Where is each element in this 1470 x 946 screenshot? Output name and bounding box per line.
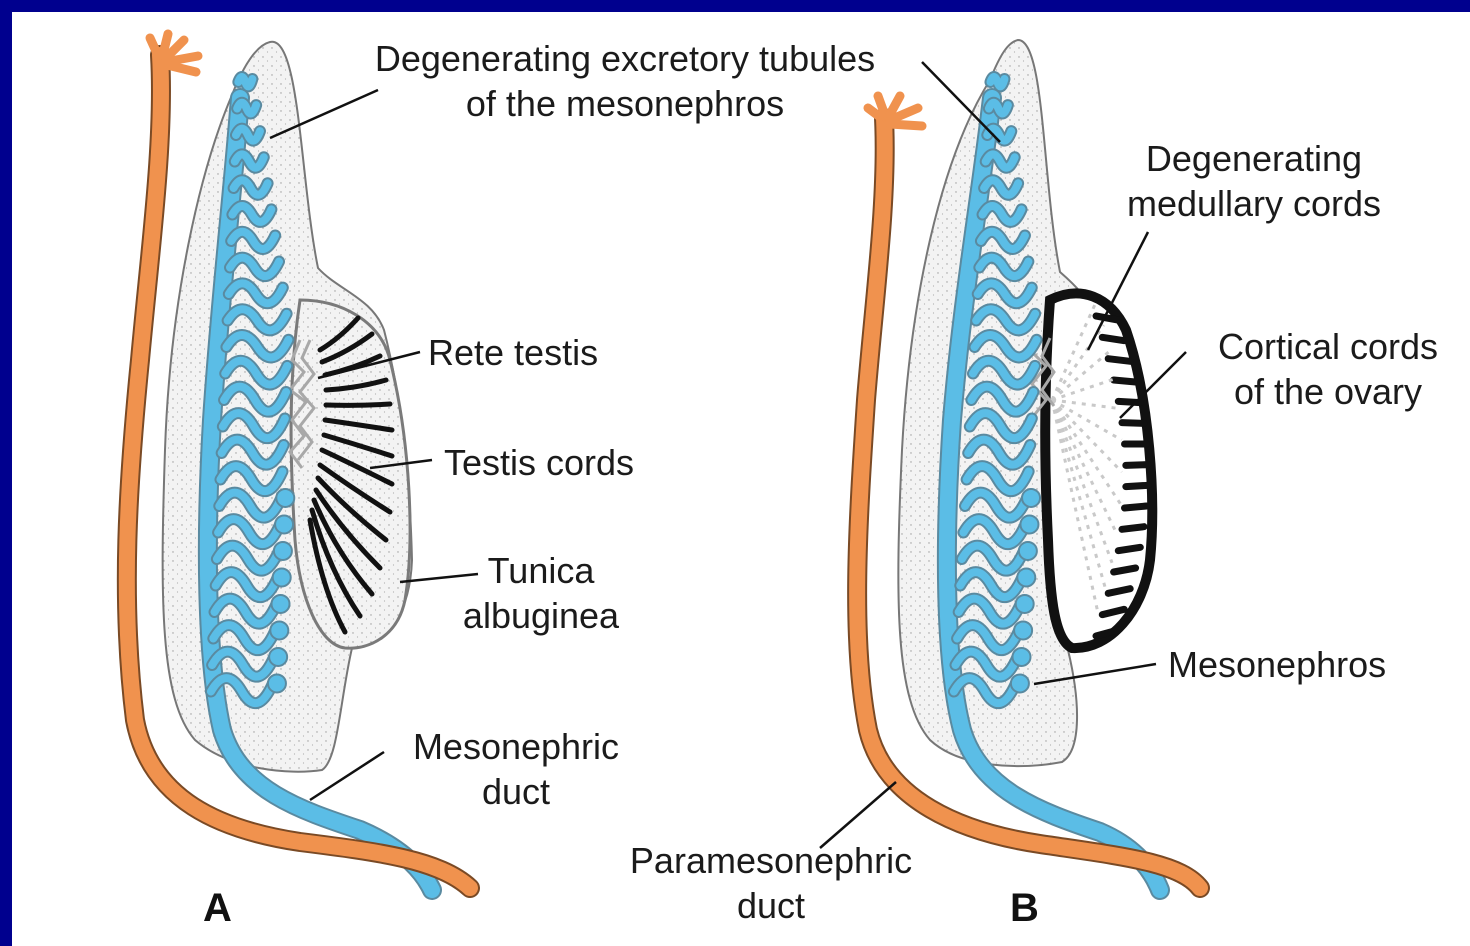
tubule-bulb [274, 542, 292, 560]
label-paramesonephric-duct-line1: Paramesonephric [606, 838, 936, 883]
tubule-bulb [1019, 542, 1037, 560]
label-medullary-cords-line1: Degenerating [1104, 136, 1404, 181]
label-rete-testis-text: Rete testis [428, 332, 598, 373]
label-cortical-cords: Cortical cords of the ovary [1196, 324, 1460, 414]
cortical-cord [1118, 547, 1140, 550]
label-tunica-albuginea-line2: albuginea [448, 593, 634, 638]
tubule-bulb [272, 595, 290, 613]
panel-label-a: A [203, 886, 232, 930]
tubule-bulb [1011, 674, 1029, 692]
label-tunica-albuginea-line1: Tunica [448, 548, 634, 593]
label-testis-cords: Testis cords [444, 440, 634, 485]
label-excretory-tubules-line2: of the mesonephros [340, 81, 910, 126]
tubule-bulb [273, 568, 291, 586]
tubule-bulb [276, 489, 294, 507]
cortical-cord [1108, 359, 1130, 362]
tubule-bulb [1022, 489, 1040, 507]
label-cortical-cords-line2: of the ovary [1196, 369, 1460, 414]
label-paramesonephric-duct-line2: duct [606, 883, 936, 928]
label-mesonephric-duct-line2: duct [396, 769, 636, 814]
ovary-b [1045, 293, 1152, 648]
label-paramesonephric-duct: Paramesonephric duct [606, 838, 936, 928]
cortical-cord [1126, 465, 1148, 466]
panel-label-b: B [1010, 886, 1039, 930]
label-cortical-cords-line1: Cortical cords [1196, 324, 1460, 369]
cortical-cord [1122, 423, 1144, 424]
label-testis-cords-text: Testis cords [444, 442, 634, 483]
tubule-bulb [1017, 568, 1035, 586]
cortical-cord [1122, 527, 1144, 530]
label-tunica-albuginea: Tunica albuginea [448, 548, 634, 638]
label-medullary-cords-line2: medullary cords [1104, 181, 1404, 226]
cortical-cord [1114, 568, 1136, 572]
label-mesonephros: Mesonephros [1168, 642, 1386, 687]
tubule-bulb [275, 515, 293, 533]
tubule-bulb [270, 621, 288, 639]
tubule-bulb [1014, 621, 1032, 639]
excretory-tubule-fill [990, 77, 1004, 86]
cortical-cord [1125, 506, 1147, 508]
label-rete-testis: Rete testis [428, 330, 598, 375]
label-excretory-tubules-line1: Degenerating excretory tubules [340, 36, 910, 81]
cortical-cord [1108, 589, 1130, 594]
excretory-tubule-fill [238, 77, 252, 86]
cortical-cord [1126, 485, 1148, 486]
label-mesonephric-duct: Mesonephric duct [396, 724, 636, 814]
cortical-cord [1096, 316, 1118, 320]
tubule-bulb [1020, 515, 1038, 533]
label-mesonephric-duct-line1: Mesonephric [396, 724, 636, 769]
cortical-cord [1114, 380, 1136, 382]
tubule-bulb [269, 648, 287, 666]
cortical-cord [1102, 337, 1124, 340]
tubule-bulb [268, 674, 286, 692]
testis-a [291, 300, 410, 648]
label-medullary-cords: Degenerating medullary cords [1104, 136, 1404, 226]
tubule-bulb [1013, 648, 1031, 666]
tubule-bulb [1016, 595, 1034, 613]
label-mesonephros-text: Mesonephros [1168, 644, 1386, 685]
label-excretory-tubules: Degenerating excretory tubules of the me… [340, 36, 910, 126]
